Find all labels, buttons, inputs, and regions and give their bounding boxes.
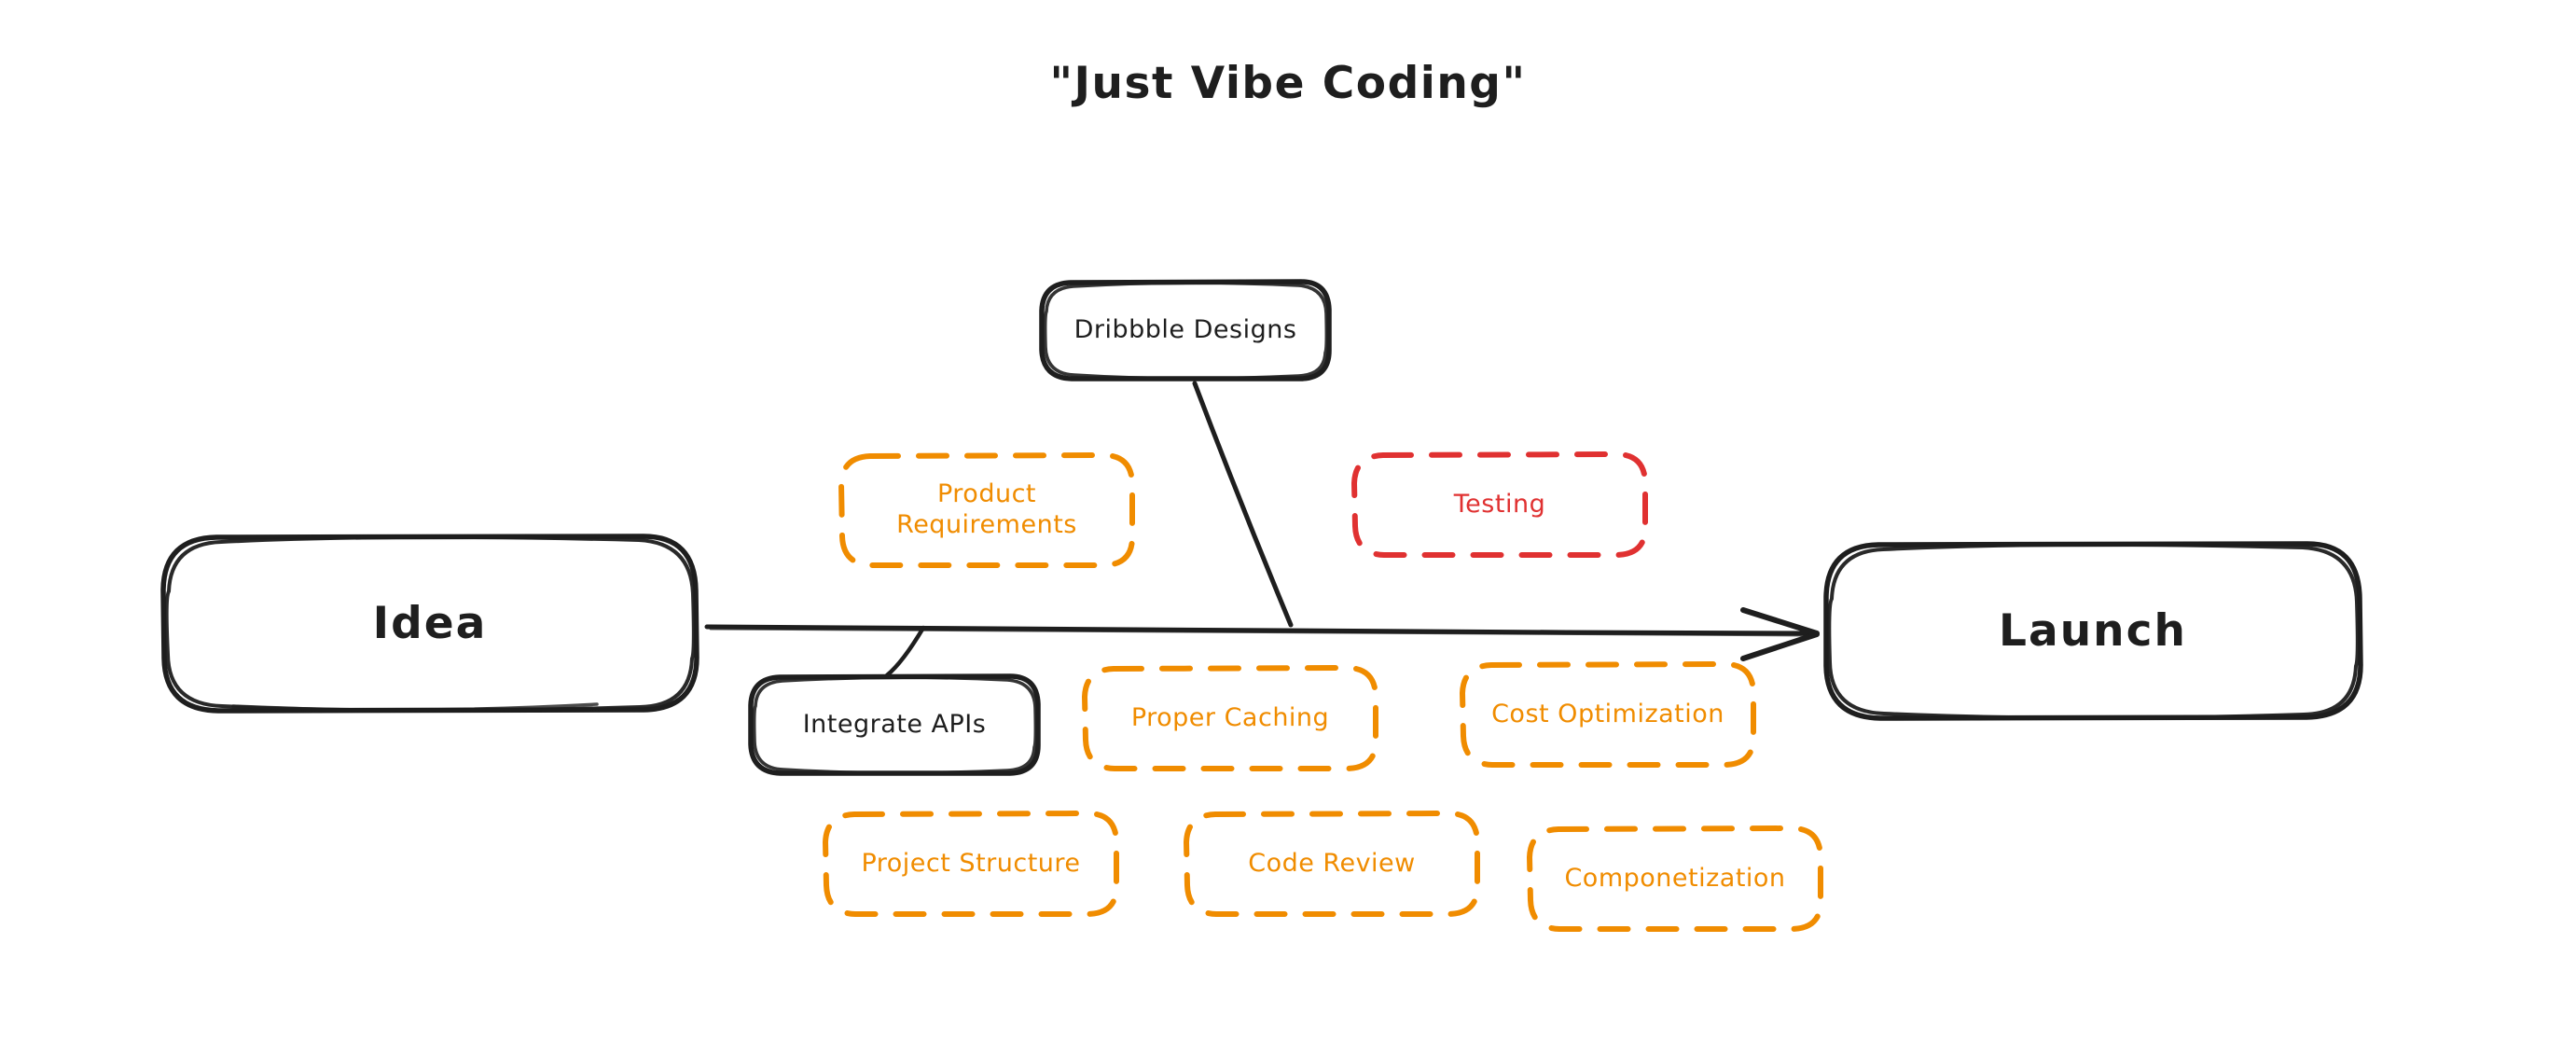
arrow-idea-to-launch [704, 607, 1820, 661]
node-integrate-apis[interactable]: Integrate APIs [802, 709, 987, 739]
node-launch[interactable]: Launch [1999, 605, 2187, 658]
node-componetization[interactable]: Componetization [1564, 863, 1786, 893]
connector-dribbble-to-arrow [1192, 381, 1294, 628]
node-cost-optimization[interactable]: Cost Optimization [1491, 699, 1724, 728]
node-idea[interactable]: Idea [372, 598, 488, 650]
node-dribbble-designs[interactable]: Dribbble Designs [1073, 314, 1297, 344]
node-code-review[interactable]: Code Review [1248, 848, 1416, 878]
node-proper-caching[interactable]: Proper Caching [1130, 702, 1330, 732]
connector-arrow-to-apis [884, 625, 926, 678]
node-product-requirements[interactable]: Product Requirements [896, 479, 1077, 539]
node-project-structure[interactable]: Project Structure [861, 848, 1081, 878]
node-testing[interactable]: Testing [1453, 489, 1546, 519]
page-title: "Just Vibe Coding" [1049, 58, 1527, 109]
